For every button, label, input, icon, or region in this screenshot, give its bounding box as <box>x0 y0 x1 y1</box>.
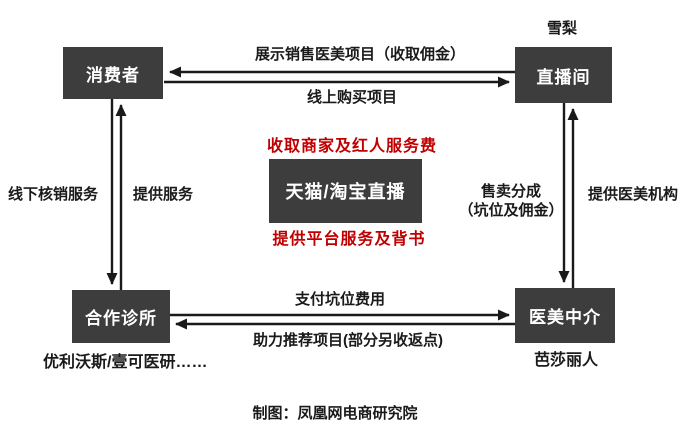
credit-line: 制图：凤凰网电商研究院 <box>252 405 418 422</box>
edge-label-offline-verify: 线下核销服务 <box>8 186 99 203</box>
edge-label-provide-institutions: 提供医美机构 <box>588 186 679 203</box>
edge-label-recommend-projects: 助力推荐项目(部分另收返点) <box>253 332 443 349</box>
platform-note-top: 收取商家及红人服务费 <box>266 138 438 155</box>
edge-label-sales-split-line2: （坑位及佣金） <box>458 201 564 219</box>
platform-note-bottom: 提供平台服务及背书 <box>272 231 426 248</box>
live-room-node: 直播间 <box>515 47 612 103</box>
agency-node: 医美中介 <box>515 288 615 343</box>
edge-label-provide-service: 提供服务 <box>133 186 194 203</box>
edge-label-pay-slot-fee: 支付坑位费用 <box>294 291 386 308</box>
agency-example-label: 芭莎丽人 <box>533 352 599 369</box>
edge-label-online-purchase: 线上购买项目 <box>306 89 398 106</box>
live-room-example-label: 雪梨 <box>546 20 578 37</box>
platform-node: 天猫/淘宝直播 <box>269 159 422 223</box>
clinic-node: 合作诊所 <box>72 290 170 343</box>
clinic-examples-label: 优利沃斯/壹可医研…… <box>43 354 208 371</box>
edge-label-sales-split: 售卖分成 （坑位及佣金） <box>458 183 563 221</box>
edge-label-sales-split-line1: 售卖分成 <box>480 183 542 200</box>
edge-label-display-sell: 展示销售医美项目（收取佣金） <box>254 46 466 63</box>
consumer-node: 消费者 <box>63 47 163 99</box>
